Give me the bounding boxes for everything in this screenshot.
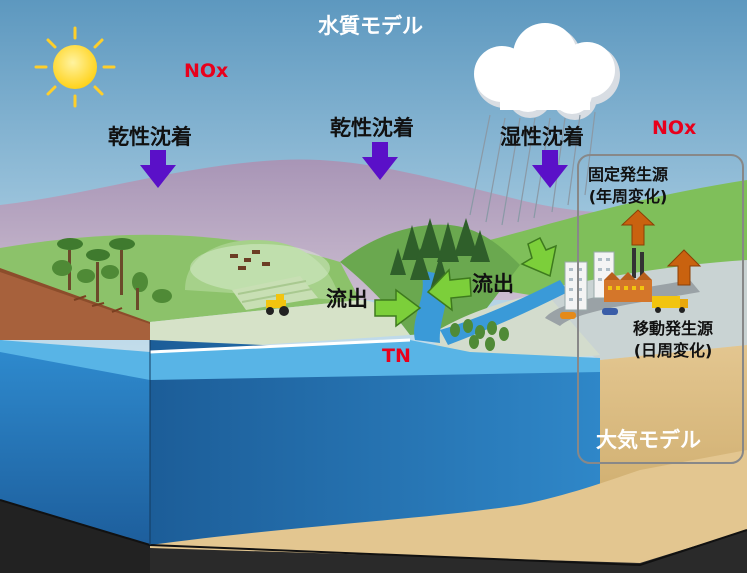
truck-icon xyxy=(652,296,688,313)
runoff-label-right: 流出 xyxy=(472,272,514,296)
mobile-source-period: (日周変化) xyxy=(633,341,713,360)
runoff-arrow-right xyxy=(426,268,472,312)
deposition-arrow-wet xyxy=(532,150,568,188)
fallen-logs xyxy=(73,295,123,313)
city-ground xyxy=(540,260,747,360)
dry-deposition-label-center: 乾性沈着 xyxy=(330,116,414,140)
emission-arrow-mobile xyxy=(666,249,702,286)
nox-label-left: NOx xyxy=(184,60,229,82)
box-frame xyxy=(0,499,747,567)
stationary-source-label: 固定発生源 (年周変化) xyxy=(588,164,668,208)
tractor-icon xyxy=(266,294,289,316)
sun-icon xyxy=(34,26,116,108)
dry-deposition-label-left: 乾性沈着 xyxy=(108,125,192,149)
road xyxy=(545,280,700,326)
water-cross-section-front xyxy=(150,340,600,545)
stationary-source-name: 固定発生源 xyxy=(588,165,669,184)
deposition-arrow-center xyxy=(362,142,398,180)
water-cross-section-side xyxy=(0,340,150,545)
mobile-source-label: 移動発生源 (日周変化) xyxy=(633,318,713,362)
atmosphere-model-label: 大気モデル xyxy=(596,428,701,452)
cattle xyxy=(230,250,270,270)
runoff-label-left: 流出 xyxy=(326,287,368,311)
runoff-arrow-left xyxy=(374,288,422,328)
runoff-arrow-topright xyxy=(520,236,558,278)
factory-icon xyxy=(604,248,652,302)
riverside-trees xyxy=(450,319,509,351)
atmosphere-model-box xyxy=(577,154,744,464)
mobile-source-name: 移動発生源 xyxy=(633,319,714,338)
emission-arrow-stationary xyxy=(620,209,656,246)
car-icon xyxy=(560,308,618,319)
cloud-icon xyxy=(474,23,620,120)
forest-conifers xyxy=(390,218,490,290)
seabed-sand-bottom xyxy=(150,450,747,573)
floodplain-left xyxy=(150,300,410,352)
deposition-arrow-left xyxy=(140,150,176,188)
water-quality-model-title: 水質モデル xyxy=(318,14,423,38)
wet-deposition-label: 湿性沈着 xyxy=(500,125,584,149)
nox-label-right: NOx xyxy=(652,117,697,139)
tn-label: TN xyxy=(382,345,411,367)
trees-left xyxy=(52,238,172,310)
stationary-source-period: (年周変化) xyxy=(588,187,668,206)
